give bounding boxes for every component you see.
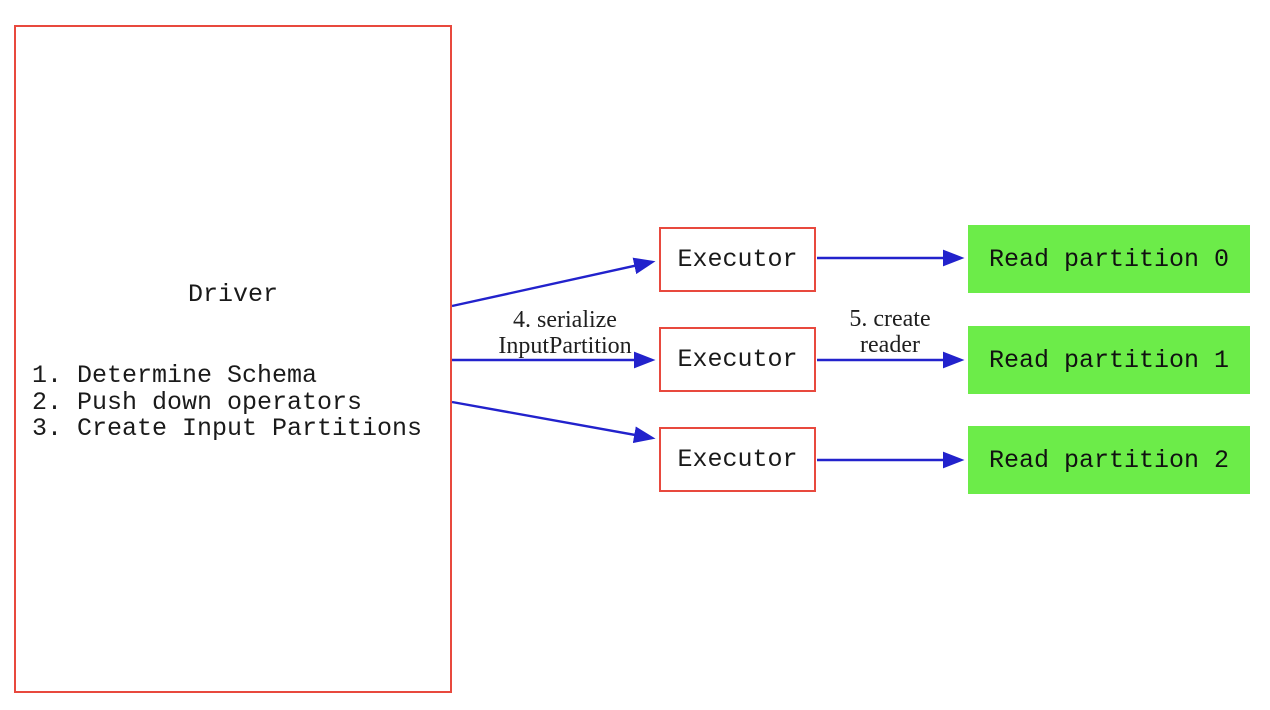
arrow-driver-executor3 (451, 400, 656, 444)
executor-box-1: Executor (659, 227, 816, 292)
arrow-driver-executor1 (451, 257, 656, 308)
executor-box-3: Executor (659, 427, 816, 492)
executor-box-2: Executor (659, 327, 816, 392)
read-partition-0-box: Read partition 0 (968, 225, 1250, 293)
read-partition-2-label: Read partition 2 (988, 445, 1230, 475)
driver-step-1: 1. Determine Schema (32, 361, 318, 390)
executor-1-label: Executor (677, 245, 798, 274)
driver-box: Driver 1. Determine Schema 2. Push down … (14, 25, 452, 693)
read-partition-1-box: Read partition 1 (968, 326, 1250, 394)
serialize-edge-label-line2: InputPartition (498, 333, 632, 359)
driver-steps: 1. Determine Schema 2. Push down operato… (32, 361, 423, 443)
executor-3-label: Executor (677, 445, 798, 474)
driver-title: Driver (187, 280, 278, 309)
serialize-edge-label-line1: 4. serialize (513, 307, 617, 333)
create-reader-edge-label: 5. create reader (818, 306, 962, 358)
driver-step-3: 3. Create Input Partitions (32, 414, 423, 443)
serialize-edge-label: 4. serialize InputPartition (458, 307, 672, 359)
driver-step-2: 2. Push down operators (32, 387, 363, 417)
create-reader-edge-label-line2: reader (860, 332, 920, 358)
read-partition-1-label: Read partition 1 (988, 345, 1230, 375)
read-partition-2-box: Read partition 2 (968, 426, 1250, 494)
create-reader-edge-label-line1: 5. create (849, 306, 931, 332)
executor-2-label: Executor (677, 345, 798, 374)
read-partition-0-label: Read partition 0 (988, 244, 1230, 274)
